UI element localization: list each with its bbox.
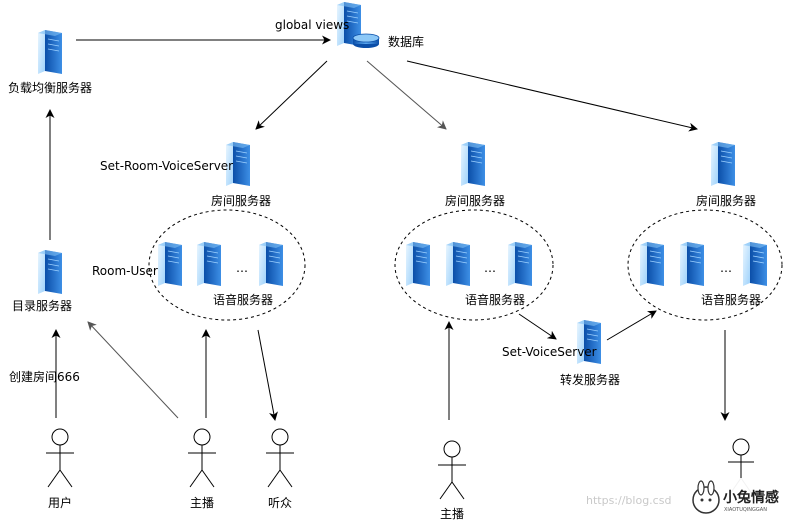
voice-server-icon	[259, 242, 283, 286]
directory-server-label: 目录服务器	[12, 298, 72, 313]
room-cluster-2: 房间服务器 … 语音服务器	[394, 142, 554, 321]
db-to-room3-arrow	[406, 60, 698, 132]
room-server-label: 房间服务器	[445, 193, 505, 208]
rabbit-logo-icon	[692, 480, 720, 514]
listener-actor-icon	[266, 428, 294, 488]
host-actor-icon	[438, 440, 466, 500]
voice-server-icon	[640, 242, 664, 286]
room-server-icon	[461, 142, 485, 186]
logo-title: 小兔情感	[723, 489, 779, 506]
forward-server-label: 转发服务器	[560, 372, 620, 387]
host-label-2: 主播	[440, 507, 464, 521]
room-cluster-1: Set-Room-VoiceServer 房间服务器 … Room-User 语…	[92, 142, 306, 321]
voice-server-label: 语音服务器	[213, 292, 273, 307]
database-label: 数据库	[388, 34, 424, 49]
forward-to-cluster3-arrow	[606, 310, 657, 341]
voice-server-label: 语音服务器	[465, 292, 525, 307]
ellipsis-label: …	[236, 261, 248, 275]
set-room-voiceserver-label: Set-Room-VoiceServer	[100, 159, 233, 173]
voice-server-icon	[680, 242, 704, 286]
user-actor-icon	[46, 428, 74, 488]
voice-server-icon	[446, 242, 470, 286]
watermark-text: https://blog.csd	[586, 494, 671, 507]
host-label: 主播	[190, 496, 214, 510]
db-to-room1-arrow	[255, 60, 328, 130]
create-room-label: 创建房间666	[9, 369, 80, 384]
voice-server-label: 语音服务器	[701, 292, 761, 307]
ellipsis-label: …	[484, 261, 496, 275]
room-user-label: Room-User	[92, 264, 158, 278]
load-balancer-server-icon	[38, 30, 62, 74]
brand-logo: 小兔情感 XIAOTUQINGGAN	[684, 478, 798, 522]
logo-subtitle: XIAOTUQINGGAN	[724, 507, 767, 513]
global-views-label: global views	[275, 18, 349, 32]
directory-server-icon	[38, 250, 62, 294]
voice-server-icon	[743, 242, 767, 286]
voice-server-icon	[508, 242, 532, 286]
set-voiceserver-label: Set-VoiceServer	[502, 345, 597, 359]
voice-server-icon	[406, 242, 430, 286]
database-disk-icon	[352, 33, 380, 48]
room-server-label: 房间服务器	[696, 193, 756, 208]
voice-cluster-outline	[394, 209, 554, 321]
host-to-directory-arrow	[87, 321, 179, 419]
listener-label: 听众	[268, 496, 292, 510]
host-actor-icon	[188, 428, 216, 488]
room-server-icon	[711, 142, 735, 186]
cluster2-to-forward-arrow	[518, 313, 557, 340]
voice-cluster-outline	[148, 209, 306, 321]
room-cluster-3: 房间服务器 … 语音服务器	[627, 142, 783, 321]
voice-server-icon	[197, 242, 221, 286]
ellipsis-label: …	[720, 261, 732, 275]
room-server-label: 房间服务器	[211, 193, 271, 208]
voice-to-listener-arrow	[257, 329, 278, 421]
load-balancer-label: 负载均衡服务器	[8, 80, 92, 95]
voice-cluster-outline	[627, 209, 783, 321]
database-cluster	[337, 2, 380, 48]
voice-server-icon	[158, 242, 182, 286]
db-to-room2-arrow	[366, 60, 447, 130]
user-label: 用户	[48, 495, 72, 510]
